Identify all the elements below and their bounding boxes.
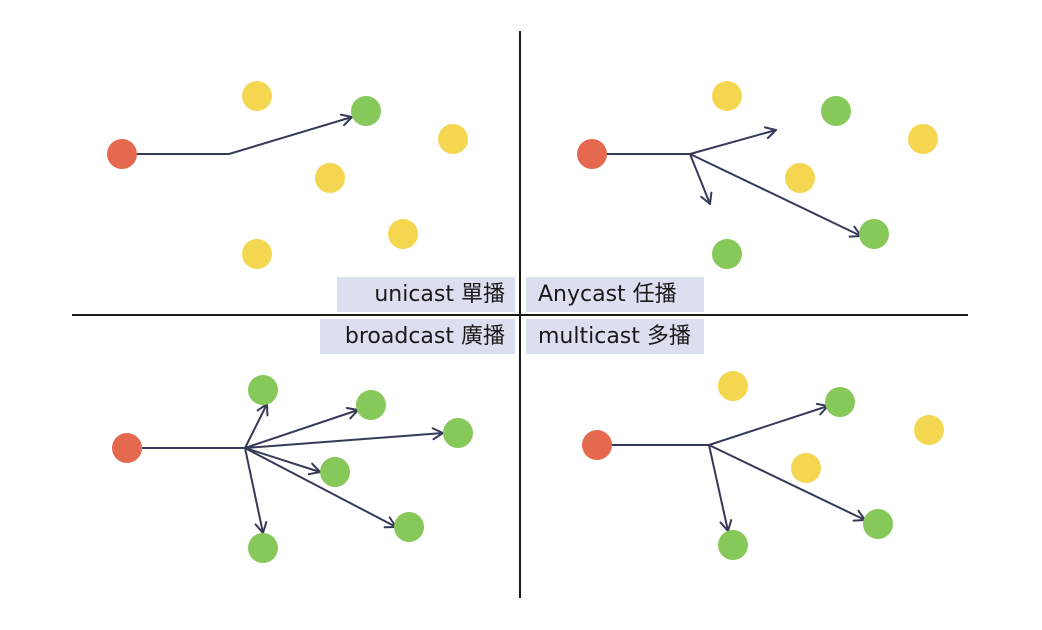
multicast-arrow xyxy=(708,444,733,532)
idle-node xyxy=(908,124,938,154)
multicast-label: multicast 多播 xyxy=(526,319,704,354)
broadcast-arrow xyxy=(244,447,321,476)
anycast-nodes xyxy=(577,81,938,269)
anycast-arrow xyxy=(689,153,713,205)
idle-node xyxy=(785,163,815,193)
unicast-label: unicast 單播 xyxy=(337,277,515,312)
multicast-source-node xyxy=(582,430,612,460)
idle-node xyxy=(242,81,272,111)
anycast-arrow xyxy=(689,153,862,238)
broadcast-label: broadcast 廣播 xyxy=(320,319,515,354)
idle-node xyxy=(718,371,748,401)
idle-node xyxy=(388,219,418,249)
anycast-arrow xyxy=(689,126,777,155)
broadcast-arrow xyxy=(244,406,359,449)
broadcast-receiver-node xyxy=(356,390,386,420)
idle-node xyxy=(242,239,272,269)
broadcast-nodes xyxy=(112,375,473,563)
broadcast-receiver-node xyxy=(248,375,278,405)
broadcast-arrow xyxy=(244,447,397,529)
idle-node xyxy=(315,163,345,193)
broadcast-receiver-node xyxy=(320,457,350,487)
anycast-receiver-node xyxy=(859,219,889,249)
idle-node xyxy=(438,124,468,154)
multicast-arrow xyxy=(708,444,866,522)
unicast-receiver-node xyxy=(351,96,381,126)
broadcast-receiver-node xyxy=(394,512,424,542)
multicast-receiver-node xyxy=(825,387,855,417)
idle-node xyxy=(712,81,742,111)
unicast-quadrant xyxy=(136,113,353,155)
unicast-source-node xyxy=(107,139,137,169)
group-node xyxy=(821,96,851,126)
multicast-receiver-node xyxy=(863,509,893,539)
broadcast-quadrant xyxy=(141,403,444,534)
unicast-arrow xyxy=(136,113,353,155)
idle-node xyxy=(914,415,944,445)
multicast-nodes xyxy=(582,371,944,560)
group-node xyxy=(712,239,742,269)
anycast-quadrant xyxy=(606,126,862,238)
multicast-quadrant xyxy=(611,402,866,532)
idle-node xyxy=(791,453,821,483)
broadcast-receiver-node xyxy=(443,418,473,448)
unicast-nodes xyxy=(107,81,468,269)
broadcast-arrow xyxy=(244,427,444,449)
anycast-label: Anycast 任播 xyxy=(526,277,704,312)
multicast-arrow xyxy=(708,402,829,446)
broadcast-receiver-node xyxy=(248,533,278,563)
broadcast-source-node xyxy=(112,433,142,463)
multicast-receiver-node xyxy=(718,530,748,560)
broadcast-arrow xyxy=(244,403,269,449)
broadcast-arrow xyxy=(244,447,268,534)
anycast-source-node xyxy=(577,139,607,169)
